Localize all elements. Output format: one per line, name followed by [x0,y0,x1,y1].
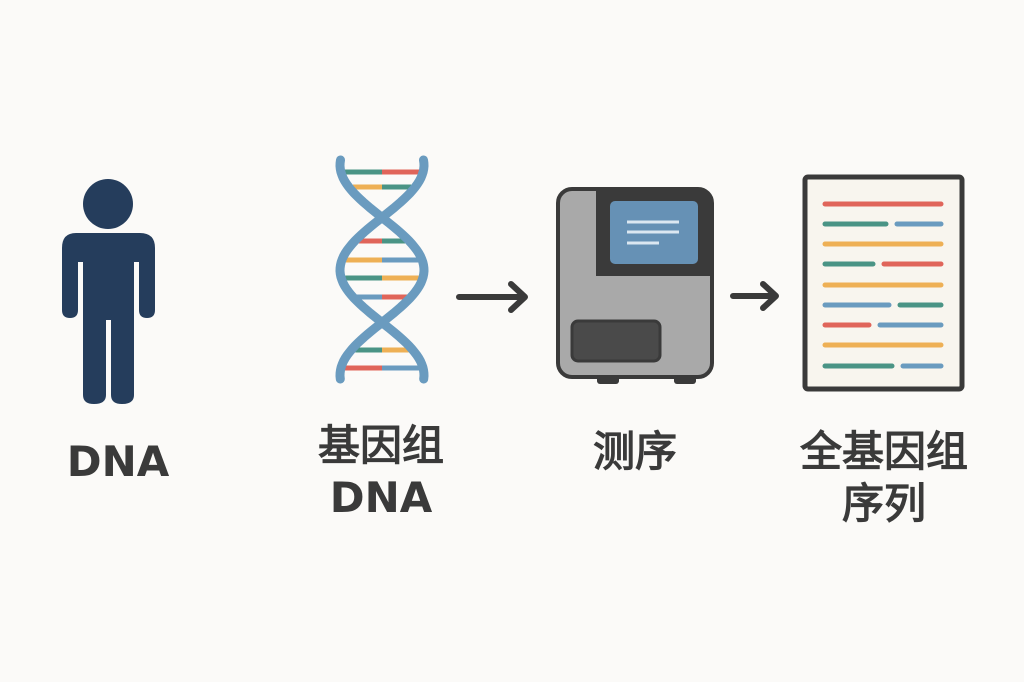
label-whole-genome-sequence: 全基因组序列 [799,427,969,528]
machine-slot [570,319,662,363]
sequence-document-icon [802,174,965,392]
arrow-icon [456,281,528,313]
person-body [62,233,155,404]
dna-helix-icon [335,155,429,384]
person-icon [62,179,155,404]
label-dna: DNA [66,437,170,486]
arrow-icon [730,281,779,311]
dna-strand [335,155,429,384]
label-sequencing: 测序 [592,427,678,476]
sequencer-machine-icon [556,187,714,384]
person-head [83,179,133,229]
dna-strand [335,155,429,384]
